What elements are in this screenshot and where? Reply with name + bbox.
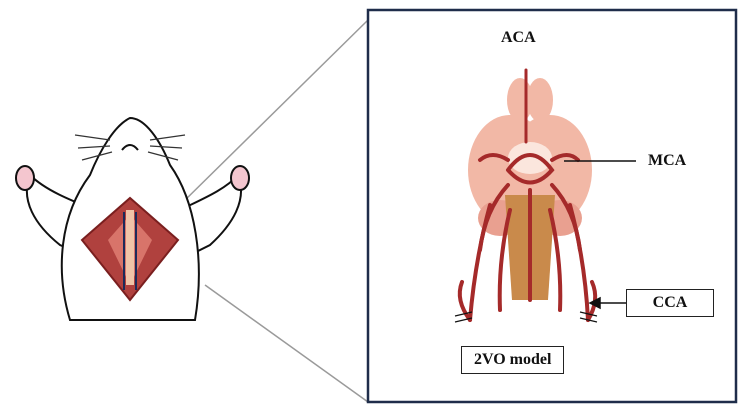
right-paw [231, 166, 249, 190]
label-2vo-model: 2VO model [461, 346, 564, 374]
label-aca: ACA [501, 29, 536, 47]
label-mca: MCA [648, 152, 686, 170]
label-cca: CCA [626, 289, 714, 317]
left-paw [16, 166, 34, 190]
